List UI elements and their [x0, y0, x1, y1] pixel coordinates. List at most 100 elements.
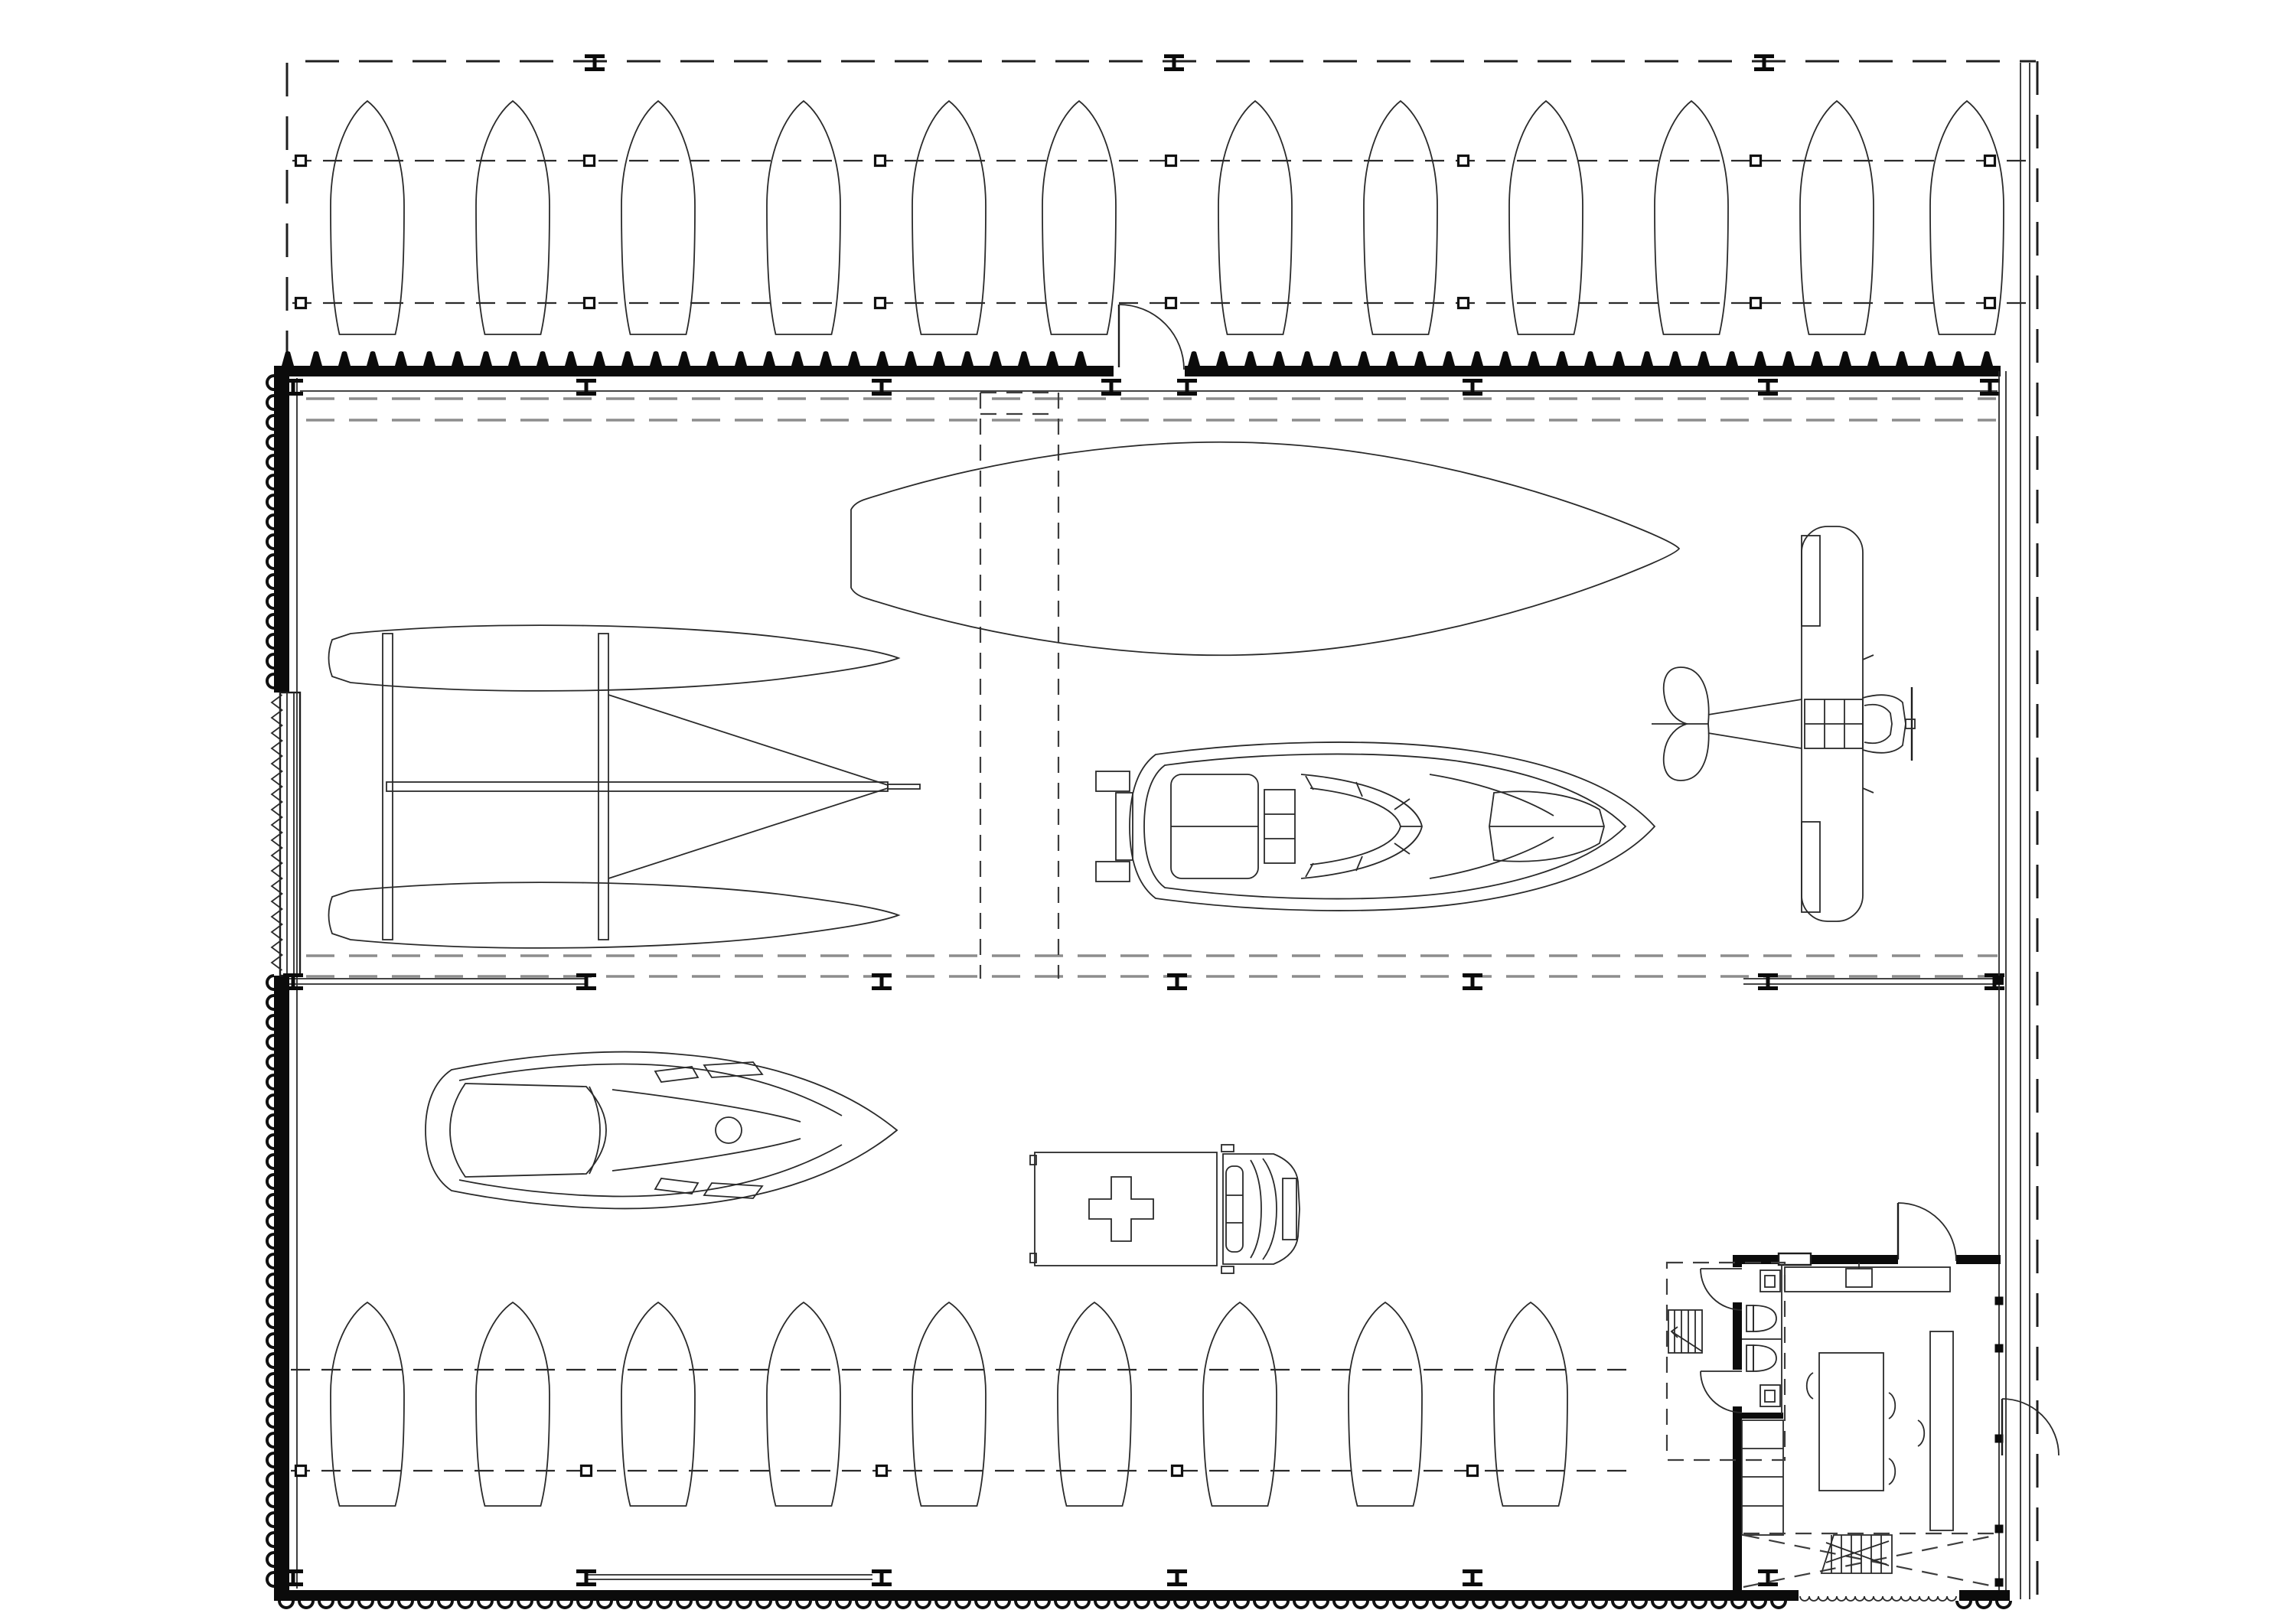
- cladding-scallop: [735, 1600, 752, 1609]
- cladding-tooth: [848, 351, 860, 366]
- catamaran-hull-south: [328, 882, 901, 949]
- cladding-scallop: [338, 1600, 354, 1609]
- steel-column-ibeam: [1980, 379, 2000, 396]
- cladding-tooth: [1981, 351, 1993, 366]
- cladding-scallop: [1432, 1600, 1449, 1609]
- cladding-scallop: [1691, 1600, 1707, 1609]
- deck-edge-wave: [1799, 1595, 1957, 1602]
- cladding-scallop: [934, 1600, 951, 1609]
- stair-arrowhead: [1670, 1326, 1678, 1338]
- east-boundary: [2020, 61, 2039, 1601]
- ambulance-box-body: [1034, 1152, 1218, 1266]
- cladding-scallop: [497, 1600, 514, 1609]
- cladding-tooth: [1726, 351, 1738, 366]
- canopy-post: [1749, 296, 1763, 310]
- office-north-wall-east: [1956, 1255, 2001, 1264]
- dinghy-boat: [1799, 99, 1874, 335]
- cladding-scallop: [1273, 1600, 1290, 1609]
- basin-bowl: [1764, 1390, 1776, 1403]
- cladding-scallop: [266, 1213, 275, 1230]
- glazing-mullion: [1994, 1344, 2004, 1353]
- north-wall-cladding-teeth: [282, 351, 1993, 366]
- speedboat-sheer-line: [458, 1144, 843, 1198]
- cladding-scallop: [1193, 1600, 1210, 1609]
- chair-arc: [1917, 1419, 1926, 1447]
- office-west-wall-seg: [1733, 1406, 1742, 1592]
- cladding-tooth: [1273, 351, 1285, 366]
- cladding-scallop: [266, 1471, 275, 1488]
- west-wall-north-segment: [274, 366, 289, 693]
- rack-post: [1170, 1464, 1184, 1478]
- motorboat-outboard-motor: [1095, 861, 1130, 882]
- plane-aileron: [1801, 535, 1821, 627]
- cladding-scallop: [1034, 1600, 1051, 1609]
- steel-column-ibeam: [283, 379, 303, 396]
- hall-divider-lines: [289, 978, 1994, 985]
- dinghy-boat: [1057, 1301, 1132, 1507]
- steel-column-ibeam: [1167, 1569, 1187, 1586]
- cladding-tooth: [1471, 351, 1483, 366]
- south-lining-lines: [586, 1574, 872, 1580]
- cladding-scallop: [266, 1491, 275, 1508]
- plane-fuselage-line: [1707, 699, 1802, 715]
- cladding-scallop: [266, 673, 275, 689]
- cladding-tooth: [990, 351, 1002, 366]
- motorboat: [1095, 741, 1656, 911]
- canopy-post: [294, 154, 308, 168]
- ambulance-mirror: [1221, 1266, 1234, 1274]
- cladding-scallop: [417, 1600, 434, 1609]
- speedboat-sheer-line: [458, 1063, 843, 1116]
- ambulance-van: [1029, 1144, 1300, 1274]
- cladding-tooth: [905, 351, 917, 366]
- cladding-scallop: [716, 1600, 732, 1609]
- catamaran-rigging-line: [608, 694, 889, 786]
- cladding-scallop: [1631, 1600, 1648, 1609]
- boat-row-south: [330, 1301, 1568, 1507]
- cladding-scallop: [1133, 1600, 1150, 1609]
- cladding-tooth: [1329, 351, 1342, 366]
- cladding-tooth: [791, 351, 804, 366]
- cladding-scallop: [1730, 1600, 1747, 1609]
- cladding-scallop: [266, 1133, 275, 1150]
- cladding-tooth: [1499, 351, 1512, 366]
- catamaran-center-spine: [386, 781, 889, 792]
- cladding-tooth: [367, 351, 379, 366]
- cladding-scallop: [1551, 1600, 1568, 1609]
- cladding-tooth: [1698, 351, 1710, 366]
- dinghy-boat: [621, 99, 696, 335]
- boat-row-north: [330, 99, 2004, 335]
- steel-column-ibeam: [576, 379, 596, 396]
- motorboat-deck-line: [1429, 836, 1554, 879]
- cladding-scallop: [266, 994, 275, 1011]
- cladding-tooth: [763, 351, 775, 366]
- cladding-scallop: [855, 1600, 872, 1609]
- cladding-scallop: [556, 1600, 573, 1609]
- cladding-scallop: [266, 533, 275, 550]
- cladding-tooth: [480, 351, 492, 366]
- cladding-tooth: [1244, 351, 1257, 366]
- cladding-scallop: [656, 1600, 673, 1609]
- cladding-tooth: [282, 351, 294, 366]
- cladding-scallop: [266, 1551, 275, 1568]
- basin: [1760, 1269, 1781, 1292]
- canopy-post: [294, 296, 308, 310]
- speedboat-seat-back: [589, 1086, 601, 1175]
- cladding-scallop: [266, 1253, 275, 1269]
- motorboat-swim-platform: [1115, 792, 1133, 861]
- cladding-tooth: [1358, 351, 1370, 366]
- cladding-scallop: [1074, 1600, 1091, 1609]
- cladding-tooth: [621, 351, 634, 366]
- plane-spinner: [1905, 719, 1916, 729]
- cladding-tooth: [310, 351, 322, 366]
- canopy-post: [1164, 296, 1178, 310]
- steel-column-ibeam: [585, 54, 605, 71]
- ambulance-windshield: [1262, 1158, 1277, 1260]
- dinghy-boat: [330, 99, 405, 335]
- cladding-scallop: [266, 1193, 275, 1210]
- speedboat-deck-vent: [654, 1066, 700, 1083]
- west-wall-south-segment: [274, 976, 289, 1601]
- dinghy-boat: [1363, 99, 1438, 335]
- dinghy-boat: [1508, 99, 1583, 335]
- canopy-post: [1983, 296, 1997, 310]
